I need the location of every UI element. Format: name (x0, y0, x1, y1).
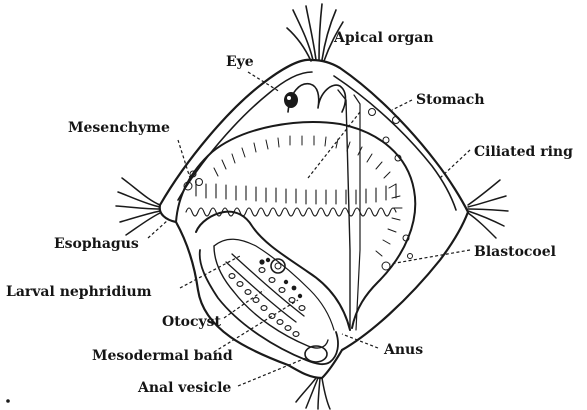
label-ciliated-ring: Ciliated ring (474, 144, 573, 160)
anal-cilia (296, 378, 330, 409)
eye-spot (284, 92, 298, 108)
leader-lines (148, 72, 470, 386)
ciliated-band-waves (186, 180, 396, 216)
label-anal-vesicle: Anal vesicle (137, 380, 231, 396)
label-anus: Anus (383, 342, 423, 358)
mesodermal-band-cells (229, 268, 305, 337)
label-eye: Eye (226, 54, 254, 70)
intestine-inner (214, 246, 328, 348)
label-blastocoel: Blastocoel (474, 244, 556, 260)
stomach (176, 122, 415, 330)
stray-dot (6, 399, 10, 403)
left-cilia-tuft (116, 178, 160, 235)
label-mesodermal-band: Mesodermal band (92, 348, 233, 364)
label-mesenchyme: Mesenchyme (68, 120, 170, 136)
label-larval-nephridium: Larval nephridium (6, 284, 152, 300)
right-cilia-tuft (468, 180, 508, 238)
label-apical-organ: Apical organ (333, 30, 434, 46)
mesenchyme-cells (184, 109, 413, 271)
label-otocyst: Otocyst (162, 314, 222, 330)
label-stomach: Stomach (416, 92, 485, 108)
label-esophagus: Esophagus (54, 236, 139, 252)
stomach-cilia-hatching (214, 136, 402, 256)
